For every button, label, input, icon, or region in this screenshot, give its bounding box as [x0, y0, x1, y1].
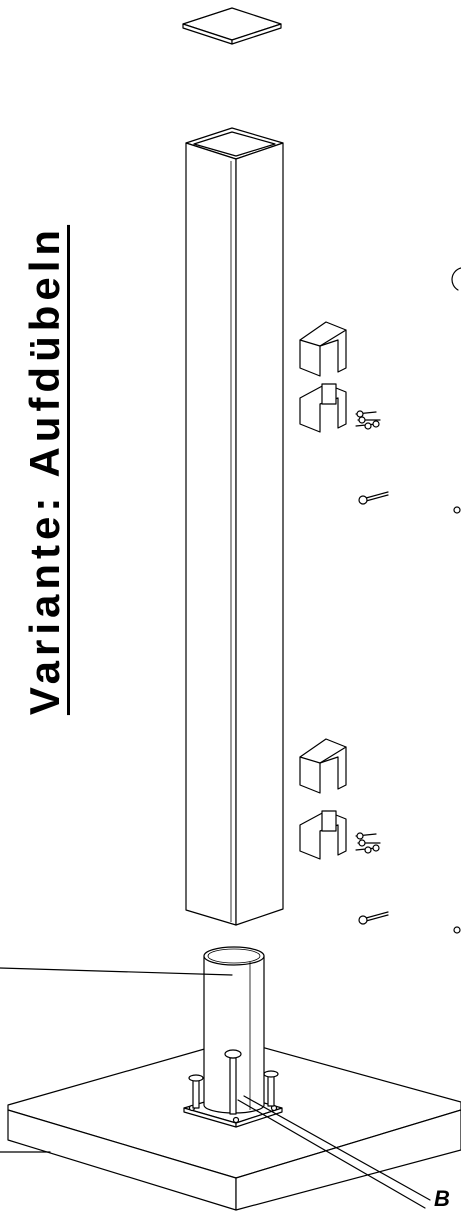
square-post — [185, 127, 284, 926]
screw-pair-lower — [355, 832, 381, 854]
nut-upper — [453, 506, 461, 514]
bolt-lower — [358, 911, 389, 925]
detail-circle-edge — [451, 267, 461, 291]
anchor-bolt-center — [224, 1049, 242, 1115]
leader-line-bolt — [237, 1099, 426, 1209]
post-base-socket — [183, 946, 283, 1128]
bolt-upper — [358, 491, 389, 505]
leader-line-bolt-2 — [243, 1095, 431, 1201]
anchor-bolt-right — [263, 1070, 279, 1107]
drawing-title: Variante: Aufdübeln — [21, 224, 68, 716]
nut-lower — [453, 926, 461, 934]
upper-bracket-set — [299, 321, 461, 514]
callout-label-wrapper: B — [430, 1190, 461, 1212]
lower-bracket-set — [299, 738, 461, 934]
callout-label: B — [434, 1190, 450, 1211]
anchor-bolt-left — [188, 1074, 204, 1109]
post-cap — [182, 7, 282, 45]
screw-pair-upper — [355, 410, 381, 430]
leader-line-tube — [0, 967, 233, 976]
